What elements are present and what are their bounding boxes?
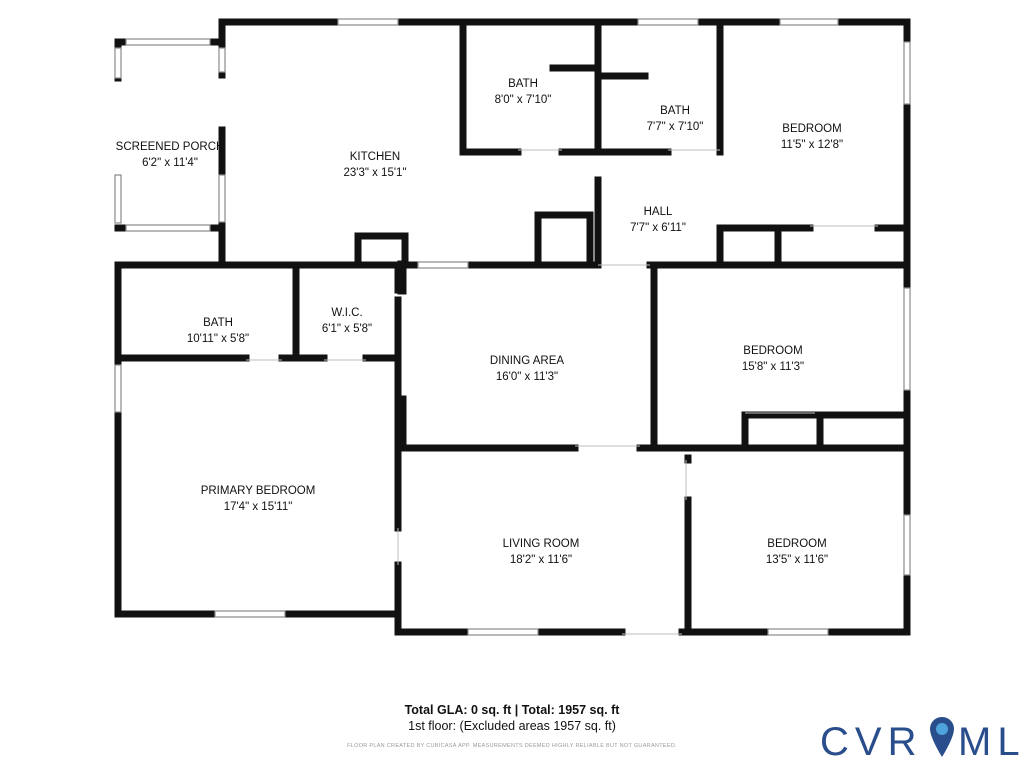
room-primary-bedroom: PRIMARY BEDROOM 17'4" x 15'11" <box>201 485 316 513</box>
room-bath-1: BATH 8'0" x 7'10" <box>495 78 552 106</box>
room-labels: SCREENED PORCH 6'2" x 11'4" KITCHEN 23'3… <box>116 78 843 566</box>
room-name: BEDROOM <box>782 123 841 135</box>
total-area-summary: Total GLA: 0 sq. ft | Total: 1957 sq. ft <box>404 703 620 717</box>
room-bath-3: BATH 10'11" x 5'8" <box>187 317 249 345</box>
location-pin-icon <box>930 717 954 757</box>
room-dimensions: 11'5" x 12'8" <box>781 139 843 151</box>
room-dining-area: DINING AREA 16'0" x 11'3" <box>490 355 564 383</box>
room-name: BATH <box>508 78 538 90</box>
logo-text-left: CVR <box>820 720 922 763</box>
room-dimensions: 10'11" x 5'8" <box>187 333 249 345</box>
room-bath-2: BATH 7'7" x 7'10" <box>647 105 704 133</box>
walls <box>114 18 911 636</box>
room-name: SCREENED PORCH <box>116 141 225 153</box>
room-wic: W.I.C. 6'1" x 5'8" <box>322 307 372 335</box>
room-bedroom-2: BEDROOM 15'8" x 11'3" <box>742 345 804 373</box>
room-dimensions: 17'4" x 15'11" <box>224 501 293 513</box>
room-kitchen: KITCHEN 23'3" x 15'1" <box>343 151 406 179</box>
room-name: W.I.C. <box>331 307 362 319</box>
room-bedroom-3: BEDROOM 13'5" x 11'6" <box>766 538 828 566</box>
room-name: KITCHEN <box>350 151 400 163</box>
room-name: BEDROOM <box>743 345 802 357</box>
room-dimensions: 18'2" x 11'6" <box>510 554 572 566</box>
room-name: HALL <box>644 206 673 218</box>
room-name: BATH <box>203 317 233 329</box>
room-name: BATH <box>660 105 690 117</box>
room-name: PRIMARY BEDROOM <box>201 485 316 497</box>
room-name: DINING AREA <box>490 355 564 367</box>
room-dimensions: 13'5" x 11'6" <box>766 554 828 566</box>
room-bedroom-1: BEDROOM 11'5" x 12'8" <box>781 123 843 151</box>
cvr-mls-logo: CVR MLS <box>820 717 1024 763</box>
room-dimensions: 23'3" x 15'1" <box>343 167 406 179</box>
room-dimensions: 15'8" x 11'3" <box>742 361 804 373</box>
floor-area-note: 1st floor: (Excluded areas 1957 sq. ft) <box>408 719 616 733</box>
room-hall: HALL 7'7" x 6'11" <box>630 206 686 234</box>
room-name: BEDROOM <box>767 538 826 550</box>
room-dimensions: 6'2" x 11'4" <box>142 157 198 169</box>
room-dimensions: 8'0" x 7'10" <box>495 94 552 106</box>
room-dimensions: 16'0" x 11'3" <box>496 371 558 383</box>
room-living-room: LIVING ROOM 18'2" x 11'6" <box>503 538 580 566</box>
door-openings <box>246 149 878 635</box>
windows <box>114 18 911 636</box>
room-dimensions: 6'1" x 5'8" <box>322 323 372 335</box>
room-dimensions: 7'7" x 7'10" <box>647 121 704 133</box>
room-name: LIVING ROOM <box>503 538 580 550</box>
room-screened-porch: SCREENED PORCH 6'2" x 11'4" <box>116 141 225 169</box>
disclaimer-text: FLOOR PLAN CREATED BY CUBICASA APP. MEAS… <box>347 743 677 749</box>
logo-text-right: MLS <box>958 720 1024 763</box>
room-dimensions: 7'7" x 6'11" <box>630 222 686 234</box>
